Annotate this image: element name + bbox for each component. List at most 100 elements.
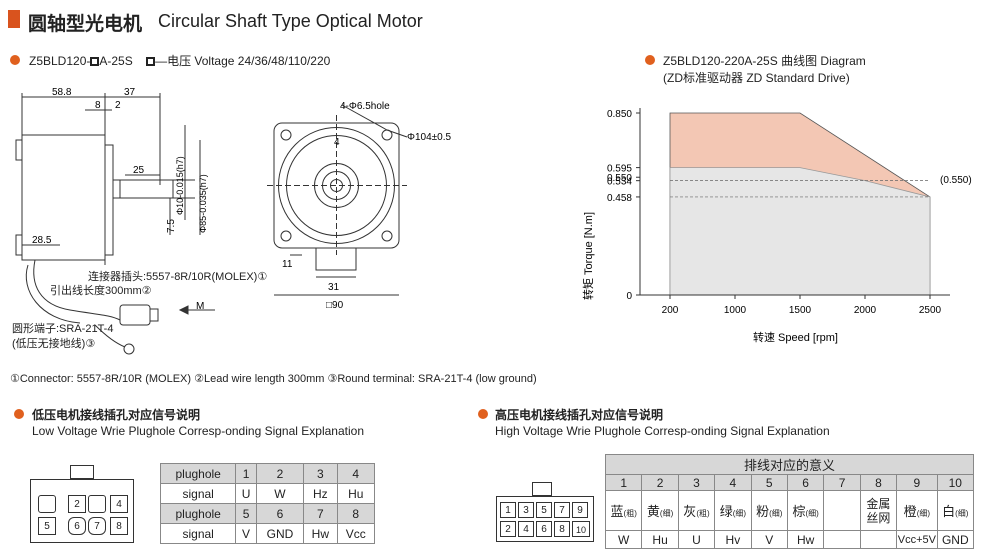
table-cell: Hz xyxy=(303,483,338,504)
table-cell: 1 xyxy=(235,463,257,484)
model-suffix: A-25S xyxy=(99,54,133,68)
table-cell: 2 xyxy=(255,463,305,484)
table-cell: 10 xyxy=(936,474,975,491)
pin-label: 1 xyxy=(500,502,516,518)
table-cell: 绿(细) xyxy=(714,490,752,531)
low-voltage-title-cn: 低压电机接线插孔对应信号说明 xyxy=(32,408,201,422)
table-cell: signal xyxy=(159,483,237,504)
table-row: 排线对应的意义 xyxy=(605,454,974,475)
low-voltage-signal-table: plughole 1 2 3 4 signal U W Hz Hu plugho… xyxy=(159,463,376,544)
bullet-icon xyxy=(645,55,655,65)
table-cell: V xyxy=(750,530,788,549)
table-cell: signal xyxy=(159,523,237,544)
y-tick-label: 0.458 xyxy=(607,193,632,204)
y-tick-label: 0.595 xyxy=(607,164,632,175)
table-cell: 5 xyxy=(750,474,788,491)
table-cell: 8 xyxy=(336,503,376,524)
table-header: 排线对应的意义 xyxy=(605,454,974,475)
model-line: Z5BLD120- A-25S —电压 Voltage 24/36/48/110/… xyxy=(29,52,330,69)
table-cell: 6 xyxy=(255,503,305,524)
table-cell: Hu xyxy=(641,530,679,549)
table-cell xyxy=(823,530,861,549)
title-accent-bar xyxy=(8,10,20,28)
dim-37: 37 xyxy=(124,87,136,98)
table-cell: 橙(细) xyxy=(896,490,938,531)
table-cell: 2 xyxy=(641,474,679,491)
table-cell: Hv xyxy=(714,530,752,549)
y-axis-label: 转矩 Torque [N.m] xyxy=(581,212,595,300)
box-icon xyxy=(90,57,100,66)
pin-label: 7 xyxy=(88,517,106,535)
table-cell: U xyxy=(235,483,257,504)
table-cell: V xyxy=(235,523,257,544)
table-cell: 蓝(粗) xyxy=(604,490,643,531)
table-cell: 6 xyxy=(786,474,825,491)
table-cell: GND xyxy=(936,530,975,549)
high-voltage-title-cn: 高压电机接线插孔对应信号说明 xyxy=(495,408,664,422)
x-tick-label: 2500 xyxy=(919,305,942,316)
dim-phi104: Φ104±0.5 xyxy=(407,132,451,143)
x-axis-label: 转速 Speed [rpm] xyxy=(753,330,838,344)
table-row: plughole 5 6 7 8 xyxy=(159,503,376,524)
table-row: plughole 1 2 3 4 xyxy=(159,463,376,484)
bullet-icon xyxy=(14,409,24,419)
bullet-icon xyxy=(10,55,20,65)
pin-label: 3 xyxy=(518,502,534,518)
pin-label: 8 xyxy=(554,521,570,537)
dim-7-5: 7.5 xyxy=(166,219,177,233)
pin-label: 4 xyxy=(518,521,534,537)
table-cell: 9 xyxy=(896,474,938,491)
pin-label: 5 xyxy=(536,502,552,518)
dim-28-5: 28.5 xyxy=(32,235,52,246)
table-row: 蓝(粗) 黄(细) 灰(粗) 绿(细) 粉(细) 棕(细) 金属丝网 橙(细) … xyxy=(604,490,975,531)
high-voltage-title-en: High Voltage Wrie Plughole Corresp-ondin… xyxy=(495,424,830,438)
table-cell xyxy=(823,490,861,531)
x-tick-label: 1000 xyxy=(724,305,747,316)
table-cell: Hw xyxy=(786,530,825,549)
page-title-en: Circular Shaft Type Optical Motor xyxy=(158,11,423,31)
table-cell: Vcc+5V xyxy=(896,530,938,549)
x-tick-label: 2000 xyxy=(854,305,877,316)
table-cell: 7 xyxy=(823,474,861,491)
dim-8: 8 xyxy=(95,100,101,111)
table-cell: W xyxy=(255,483,305,504)
y-tick-label: 0 xyxy=(626,291,632,302)
table-cell: 3 xyxy=(677,474,716,491)
pin-label: 6 xyxy=(536,521,552,537)
pin-label: 2 xyxy=(500,521,516,537)
callout-lead: 引出线长度300mm② xyxy=(50,285,152,297)
box-icon xyxy=(146,57,156,66)
table-cell: 1 xyxy=(604,474,643,491)
y-tick-label: 0.534 xyxy=(607,177,632,188)
pin-label: 9 xyxy=(572,502,588,518)
dim-31: 31 xyxy=(328,282,340,293)
table-cell: 粉(细) xyxy=(750,490,788,531)
callout-terminal: 圆形端子:SRA-21T-4 xyxy=(12,323,114,335)
callout-ground: (低压无接地线)③ xyxy=(12,338,96,350)
table-cell: 7 xyxy=(303,503,338,524)
low-voltage-title-en: Low Voltage Wrie Plughole Corresp-onding… xyxy=(32,424,364,438)
pin-label: 10 xyxy=(572,521,590,537)
footnote: ①Connector: 5557-8R/10R (MOLEX) ②Lead wi… xyxy=(10,373,537,385)
low-voltage-connector: 2 4 5 6 7 8 xyxy=(30,465,134,543)
bullet-icon xyxy=(478,409,488,419)
table-cell: Vcc xyxy=(336,523,376,544)
table-cell: 8 xyxy=(859,474,898,491)
model-name: Z5BLD120- xyxy=(29,54,91,68)
table-cell: 棕(细) xyxy=(786,490,825,531)
pin-label: 4 xyxy=(110,495,128,513)
table-row: signal V GND Hw Vcc xyxy=(159,523,376,544)
dim-4: 4 xyxy=(334,137,340,148)
table-cell: Hu xyxy=(336,483,376,504)
table-cell: 黄(细) xyxy=(641,490,679,531)
curve-subtitle: (ZD标准驱动器 ZD Standard Drive) xyxy=(663,71,850,85)
x-tick-label: 200 xyxy=(662,305,679,316)
label-m: M xyxy=(196,301,204,312)
table-cell: 金属丝网 xyxy=(859,490,898,531)
voltage-text: —电压 Voltage 24/36/48/110/220 xyxy=(155,54,331,68)
high-voltage-signal-table: 排线对应的意义 1 2 3 4 5 6 7 8 9 10 蓝(粗) 黄(细) 灰… xyxy=(604,454,975,549)
dim-holes: 4-Φ6.5hole xyxy=(340,101,390,112)
y-tick-label: 0.850 xyxy=(607,109,632,120)
dim-11: 11 xyxy=(282,259,293,270)
